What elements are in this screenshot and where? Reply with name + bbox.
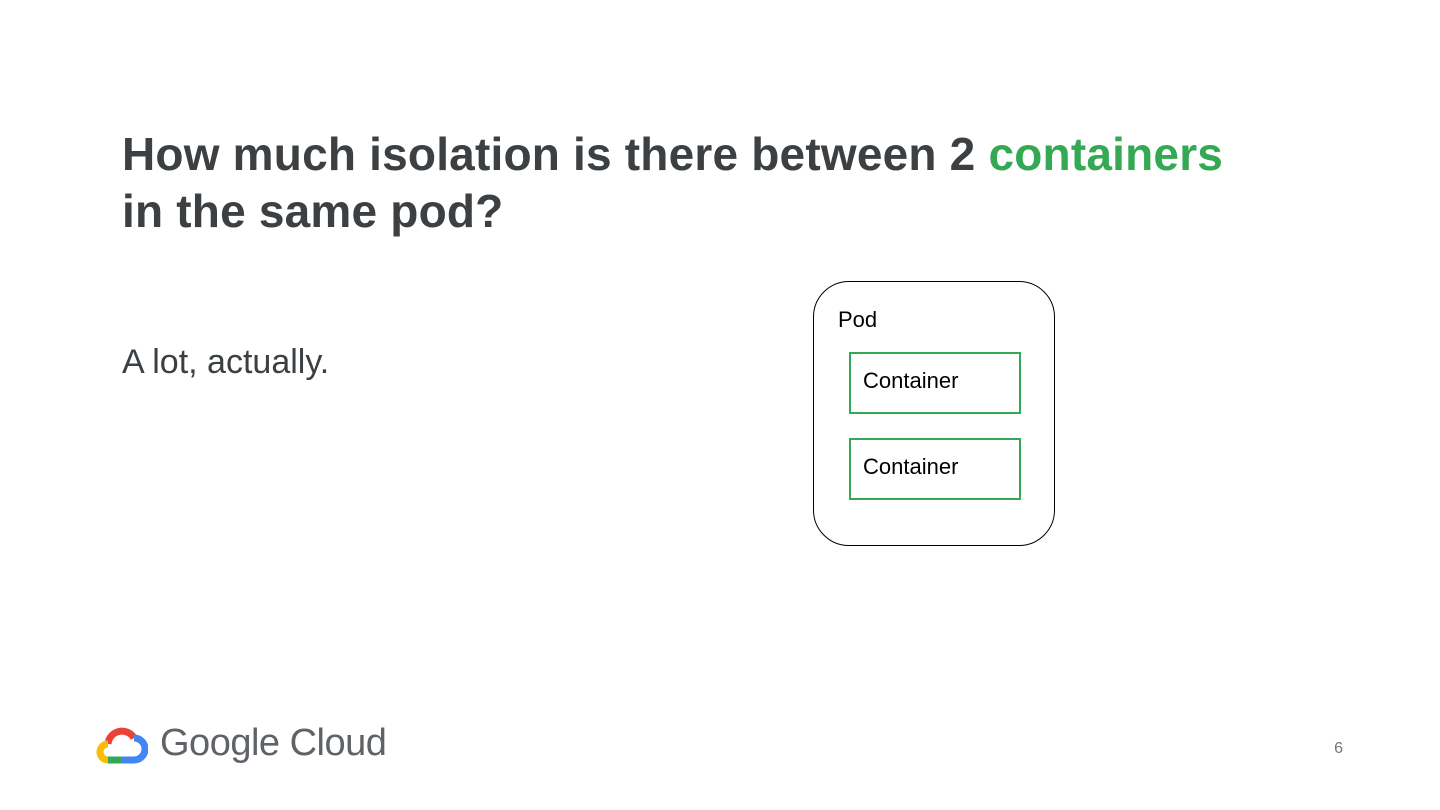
google-cloud-logo-icon — [96, 727, 148, 764]
google-cloud-logo: Google Cloud — [94, 718, 387, 768]
slide-title: How much isolation is there between 2 co… — [122, 126, 1322, 240]
title-end-text: in the same pod? — [122, 185, 504, 237]
container-label: Container — [863, 454, 959, 479]
pod-diagram: Pod Container Container — [813, 281, 1055, 546]
title-main-text: How much isolation is there between 2 — [122, 128, 989, 180]
container-box-2: Container — [849, 438, 1021, 500]
title-accent-text: containers — [988, 128, 1224, 180]
page-number: 6 — [1334, 740, 1343, 757]
slide-body-text: A lot, actually. — [122, 343, 330, 381]
brand-name: Google Cloud — [160, 722, 387, 764]
pod-label: Pod — [838, 307, 878, 332]
container-label: Container — [863, 368, 959, 393]
container-box-1: Container — [849, 352, 1021, 414]
